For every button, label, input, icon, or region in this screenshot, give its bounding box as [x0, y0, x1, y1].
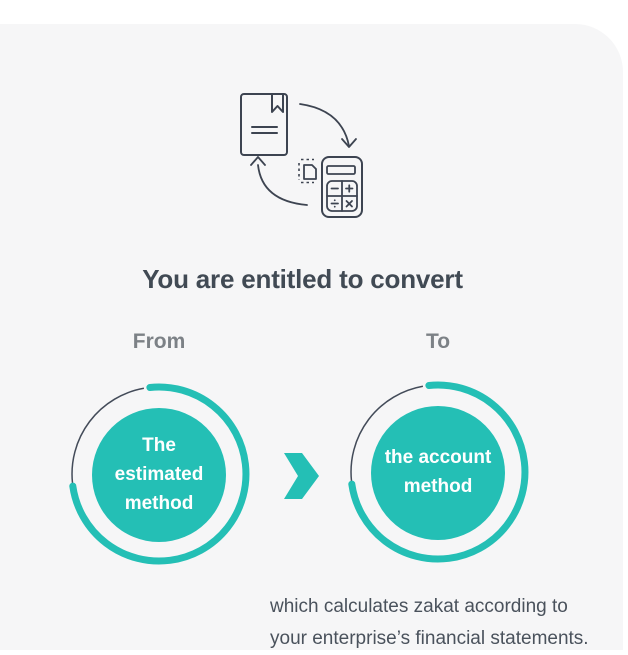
from-method-label: The estimated method	[66, 381, 252, 567]
to-label: To	[425, 330, 451, 353]
calculator-display	[326, 165, 356, 175]
plus-key-icon	[345, 184, 354, 193]
from-label: From	[132, 330, 186, 353]
conversion-card: You are entitled to convert From To The …	[0, 24, 623, 650]
method-description: which calculates zakat according to your…	[270, 591, 615, 655]
progress-ring	[348, 381, 529, 563]
divide-key-icon	[330, 199, 339, 208]
page-title: You are entitled to convert	[142, 264, 463, 294]
calculator-icon	[321, 156, 363, 218]
description-line-2: your enterprise’s financial statements.	[270, 628, 589, 649]
from-method-line: method	[124, 492, 194, 514]
arrow-curved-right-icon	[299, 103, 357, 148]
bookmark-icon	[271, 93, 284, 113]
document-icon	[240, 93, 288, 156]
from-method-line: estimated	[114, 463, 204, 485]
description-line-1: which calculates zakat according to	[270, 596, 568, 617]
from-method-line: The	[142, 434, 176, 456]
chevron-right-icon	[284, 453, 319, 499]
from-method-badge: The estimated method	[66, 381, 252, 567]
multiply-key-icon	[345, 200, 353, 208]
arrow-curved-left-icon	[250, 156, 308, 206]
to-method-label: the account method	[345, 379, 531, 565]
document-to-calculator-illustration	[240, 93, 363, 218]
progress-ring	[69, 383, 250, 565]
to-method-line: the account	[384, 447, 492, 468]
to-method-badge: the account method	[345, 379, 531, 565]
to-method-line: method	[403, 476, 473, 497]
scan-document-icon	[298, 158, 317, 184]
